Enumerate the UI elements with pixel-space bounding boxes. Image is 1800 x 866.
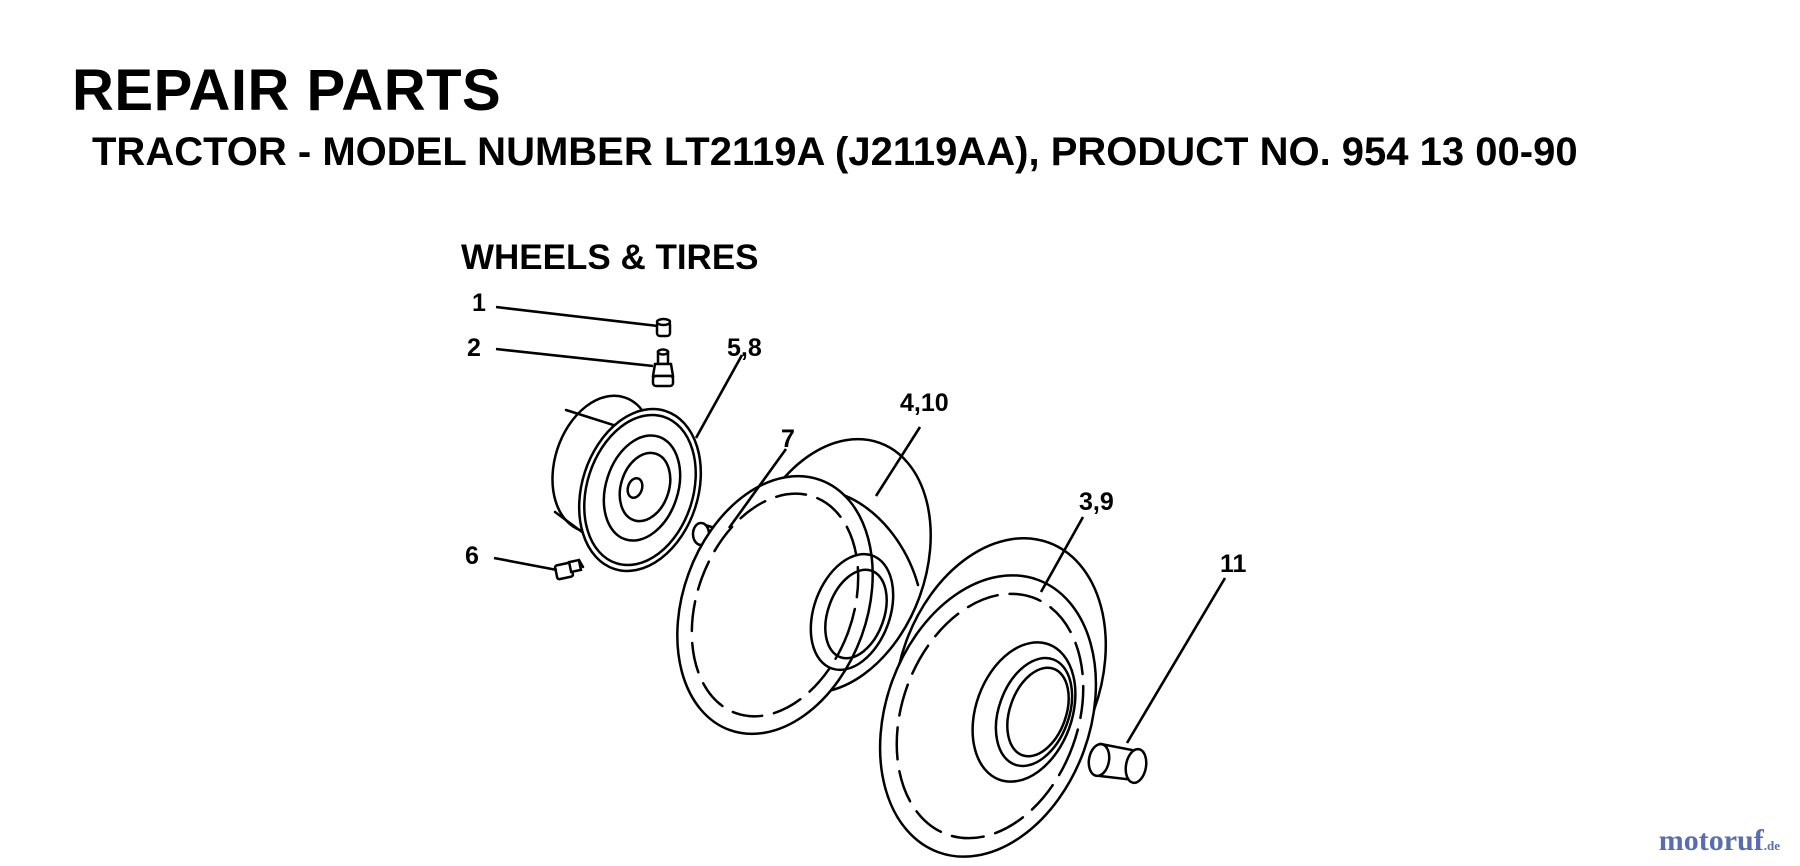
leader-line — [694, 354, 744, 439]
callout-label: 2 — [467, 334, 481, 362]
callout-label: 1 — [472, 289, 486, 317]
leader-line — [495, 347, 654, 368]
callout-label: 6 — [465, 542, 479, 570]
leader-line — [874, 426, 922, 497]
callout-label: 5,8 — [727, 334, 762, 362]
watermark-text: motoruf — [1658, 824, 1764, 857]
watermark-logo: motoruf.de — [1659, 826, 1780, 856]
valve-cap — [655, 317, 672, 338]
model-subtitle: TRACTOR - MODEL NUMBER LT2119A (J2119AA)… — [92, 130, 1578, 174]
callout-label: 7 — [781, 425, 795, 453]
front-tire — [676, 437, 932, 736]
valve-stem — [651, 348, 675, 388]
leader-line — [727, 448, 788, 529]
page-title: REPAIR PARTS — [72, 58, 502, 123]
callout-label: 11 — [1220, 550, 1247, 578]
leader-line — [1039, 516, 1085, 593]
callout-label: 3,9 — [1079, 488, 1114, 516]
wheel-rim — [551, 394, 703, 573]
rear-tire — [878, 537, 1108, 858]
hub-cap — [1087, 742, 1148, 785]
leader-line — [1125, 577, 1227, 744]
leader-line — [495, 305, 659, 328]
section-title: WHEELS & TIRES — [461, 238, 759, 277]
watermark-suffix: .de — [1763, 838, 1780, 853]
fitting-screw — [553, 558, 585, 581]
leader-line — [493, 556, 558, 572]
callout-label: 4,10 — [900, 389, 949, 417]
